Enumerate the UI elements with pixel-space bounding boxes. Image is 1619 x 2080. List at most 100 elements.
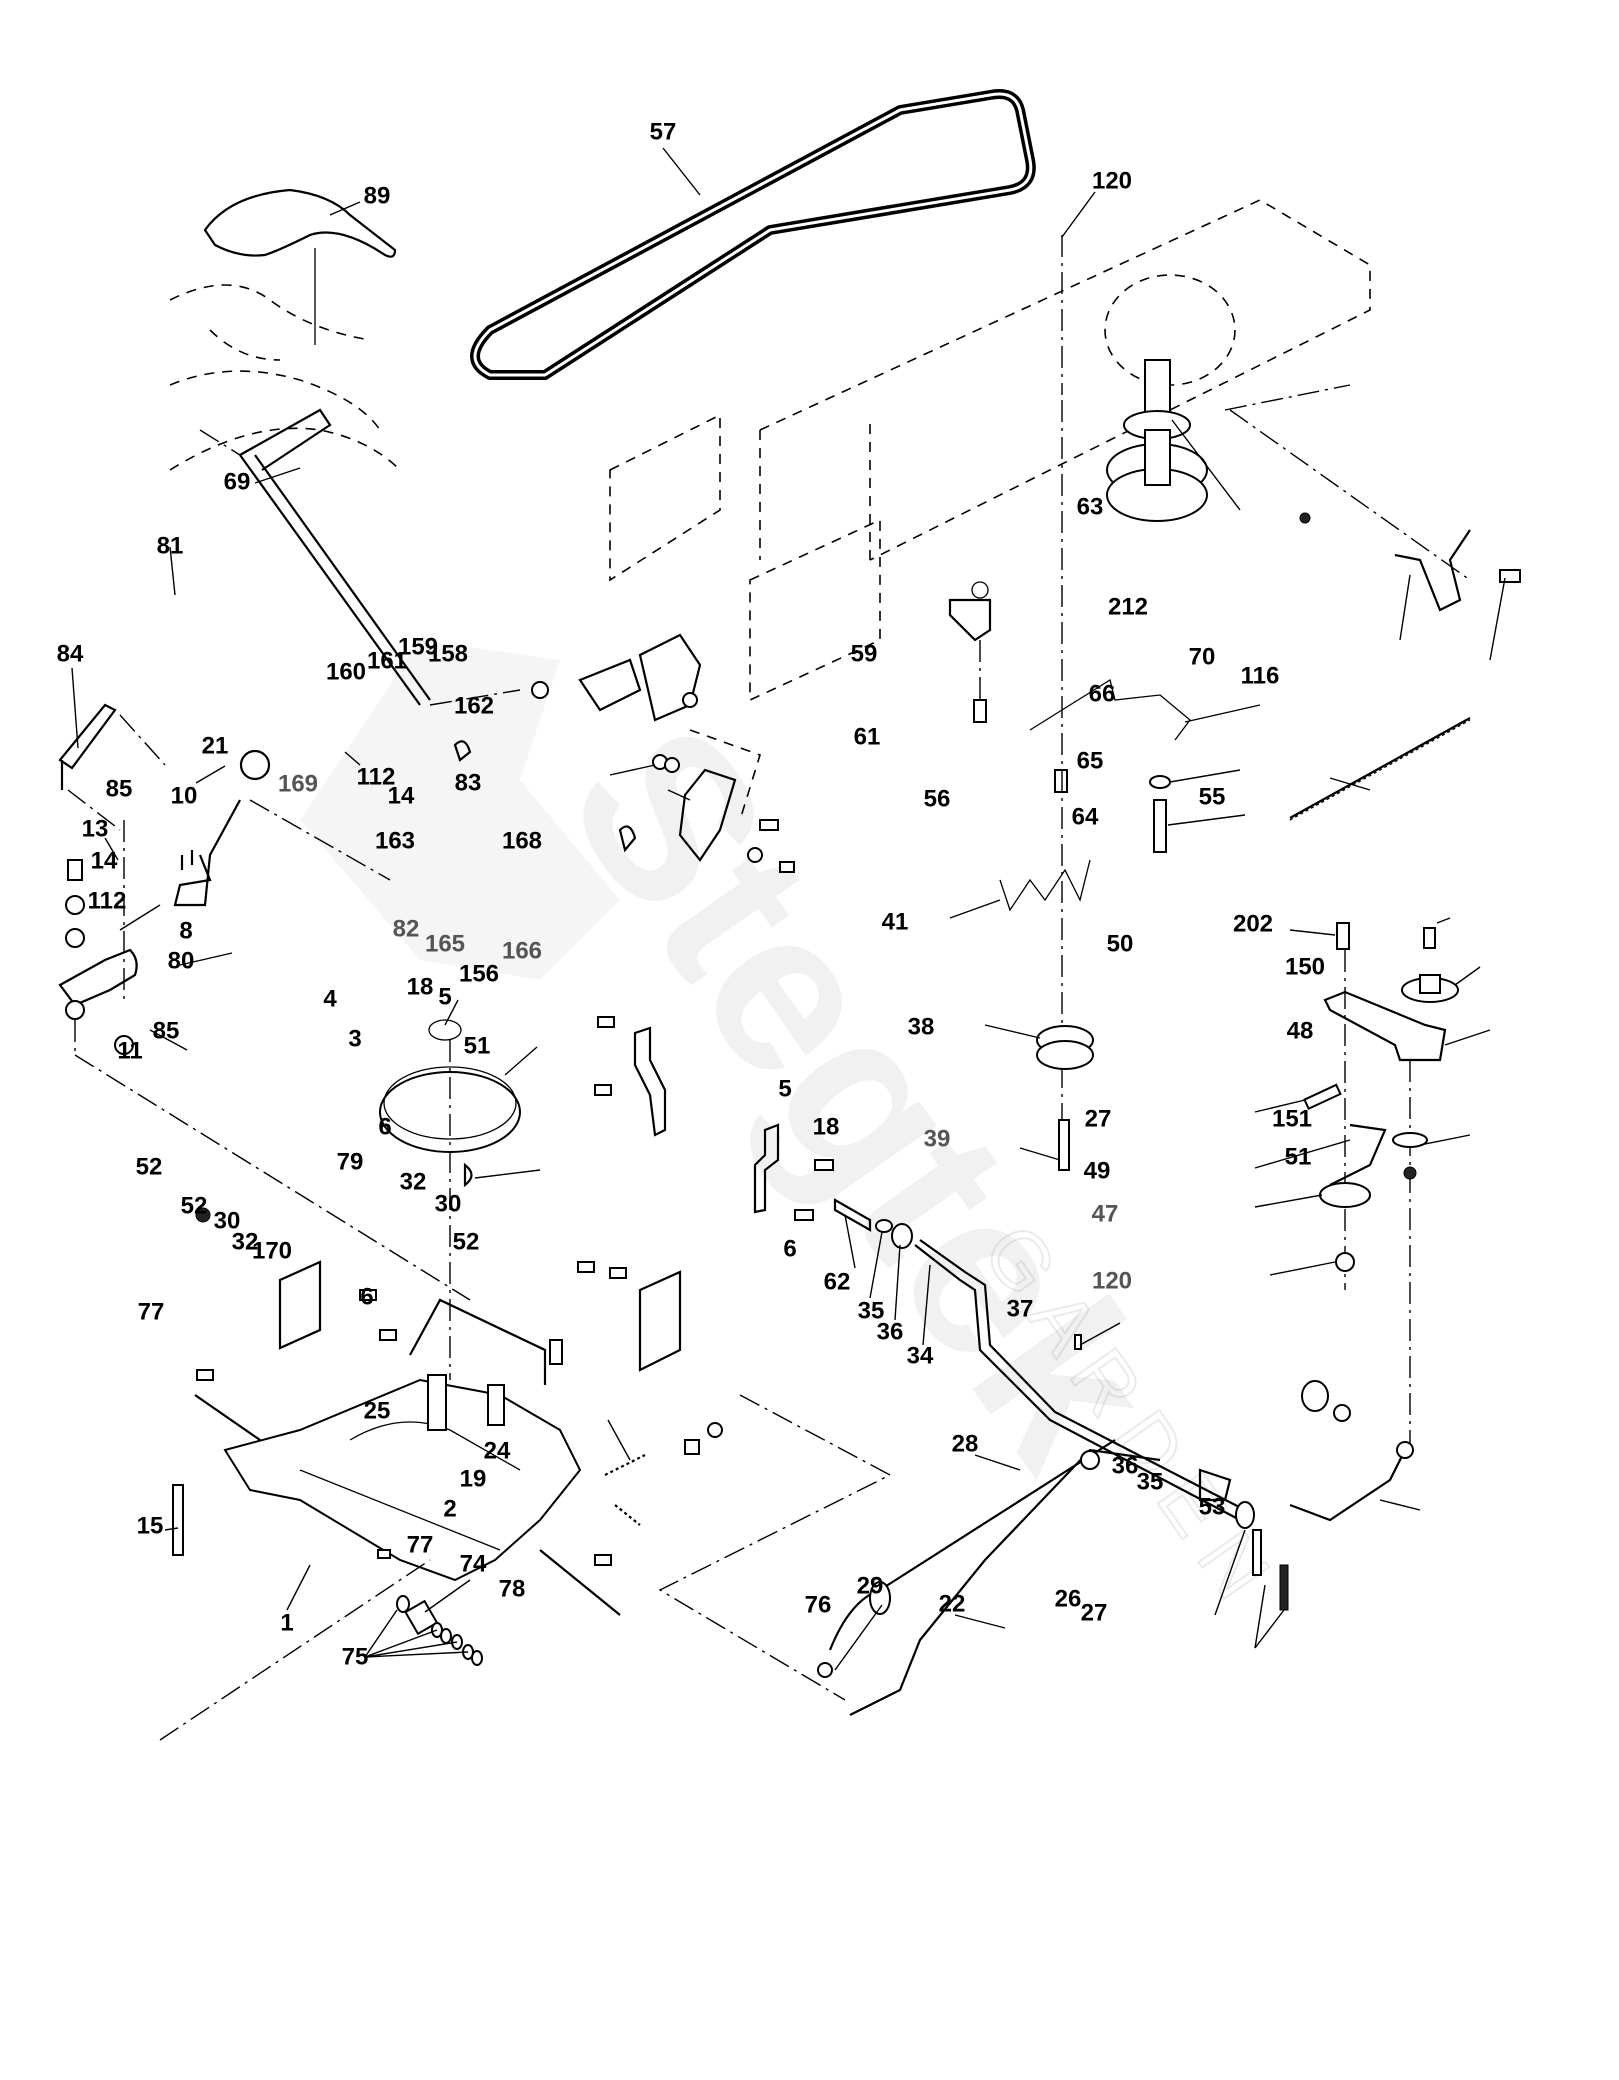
callout-10[interactable]: 10 [171, 782, 198, 809]
callout-61[interactable]: 61 [854, 723, 881, 750]
callout-82[interactable]: 82 [393, 915, 420, 942]
callout-75[interactable]: 75 [342, 1643, 369, 1670]
callout-28[interactable]: 28 [952, 1430, 979, 1457]
callout-8[interactable]: 8 [179, 917, 192, 944]
callout-77[interactable]: 77 [407, 1531, 434, 1558]
callout-78[interactable]: 78 [499, 1575, 526, 1602]
callout-51[interactable]: 51 [464, 1032, 491, 1059]
callout-19[interactable]: 19 [460, 1465, 487, 1492]
callout-76[interactable]: 76 [805, 1591, 832, 1618]
callout-52[interactable]: 52 [453, 1228, 480, 1255]
callout-3[interactable]: 3 [348, 1025, 361, 1052]
callout-158[interactable]: 158 [428, 640, 468, 667]
callout-47[interactable]: 47 [1092, 1200, 1119, 1227]
callout-89[interactable]: 89 [364, 182, 391, 209]
callout-11[interactable]: 11 [117, 1037, 142, 1064]
belt-guide-59 [948, 581, 1068, 793]
callout-32[interactable]: 32 [400, 1168, 427, 1195]
callout-70[interactable]: 70 [1189, 643, 1216, 670]
callout-26[interactable]: 26 [1055, 1585, 1082, 1612]
callout-84[interactable]: 84 [57, 640, 84, 667]
callout-161[interactable]: 161 [367, 647, 407, 674]
callout-37[interactable]: 37 [1007, 1295, 1034, 1322]
callout-14[interactable]: 14 [388, 782, 415, 809]
callout-13[interactable]: 13 [82, 815, 109, 842]
callout-112[interactable]: 112 [357, 763, 396, 790]
callout-156[interactable]: 156 [459, 960, 499, 987]
callout-2[interactable]: 2 [443, 1495, 456, 1522]
callout-38[interactable]: 38 [908, 1013, 935, 1040]
callout-29[interactable]: 29 [857, 1572, 884, 1599]
callout-65[interactable]: 65 [1077, 747, 1104, 774]
callout-53[interactable]: 53 [1199, 1493, 1226, 1520]
callout-83[interactable]: 83 [455, 769, 482, 796]
callout-168[interactable]: 168 [502, 827, 542, 854]
callout-25[interactable]: 25 [364, 1397, 391, 1424]
callout-30[interactable]: 30 [214, 1207, 241, 1234]
callout-21[interactable]: 21 [202, 732, 229, 759]
callout-202[interactable]: 202 [1233, 910, 1273, 937]
callout-27[interactable]: 27 [1085, 1105, 1112, 1132]
callout-30[interactable]: 30 [435, 1190, 462, 1217]
callout-14[interactable]: 14 [91, 847, 118, 874]
callout-112[interactable]: 112 [88, 887, 127, 914]
callout-24[interactable]: 24 [484, 1437, 511, 1464]
callout-85[interactable]: 85 [153, 1017, 180, 1044]
callout-64[interactable]: 64 [1072, 803, 1099, 830]
callout-35[interactable]: 35 [1137, 1468, 1164, 1495]
callout-6[interactable]: 6 [360, 1283, 373, 1310]
callout-55[interactable]: 55 [1199, 783, 1226, 810]
callout-49[interactable]: 49 [1084, 1157, 1111, 1184]
callout-74[interactable]: 74 [460, 1550, 487, 1577]
callout-35[interactable]: 35 [858, 1297, 885, 1324]
callout-52[interactable]: 52 [181, 1192, 208, 1219]
callout-34[interactable]: 34 [907, 1342, 934, 1369]
callout-56[interactable]: 56 [924, 785, 951, 812]
callout-116[interactable]: 116 [1241, 662, 1280, 689]
callout-52[interactable]: 52 [136, 1153, 163, 1180]
callout-6[interactable]: 6 [783, 1235, 796, 1262]
callout-212[interactable]: 212 [1108, 593, 1148, 620]
callout-162[interactable]: 162 [454, 692, 494, 719]
callout-150[interactable]: 150 [1285, 953, 1325, 980]
callout-18[interactable]: 18 [813, 1113, 840, 1140]
callout-50[interactable]: 50 [1107, 930, 1134, 957]
callout-39[interactable]: 39 [924, 1125, 951, 1152]
callout-63[interactable]: 63 [1077, 493, 1104, 520]
callout-77[interactable]: 77 [138, 1298, 165, 1325]
callout-51[interactable]: 51 [1285, 1143, 1312, 1170]
callout-120[interactable]: 120 [1092, 1267, 1132, 1294]
callout-81[interactable]: 81 [157, 532, 184, 559]
callout-36[interactable]: 36 [877, 1318, 904, 1345]
callout-169[interactable]: 169 [278, 770, 318, 797]
callout-120[interactable]: 120 [1092, 167, 1132, 194]
callout-66[interactable]: 66 [1089, 680, 1116, 707]
callout-62[interactable]: 62 [824, 1268, 851, 1295]
callout-166[interactable]: 166 [502, 937, 542, 964]
callout-15[interactable]: 15 [137, 1512, 164, 1539]
callout-57[interactable]: 57 [650, 118, 677, 145]
callout-27[interactable]: 27 [1081, 1599, 1108, 1626]
callout-6[interactable]: 6 [378, 1113, 391, 1140]
callout-5[interactable]: 5 [438, 983, 451, 1010]
callout-59[interactable]: 59 [851, 640, 878, 667]
callout-32[interactable]: 32 [232, 1228, 259, 1255]
callout-80[interactable]: 80 [168, 947, 195, 974]
callout-1[interactable]: 1 [280, 1609, 293, 1636]
callout-79[interactable]: 79 [337, 1148, 364, 1175]
callout-4[interactable]: 4 [323, 985, 337, 1012]
callout-48[interactable]: 48 [1287, 1017, 1314, 1044]
callout-5[interactable]: 5 [778, 1075, 791, 1102]
callout-159[interactable]: 159 [398, 633, 438, 660]
callout-22[interactable]: 22 [939, 1590, 966, 1617]
callout-160[interactable]: 160 [326, 658, 366, 685]
callout-151[interactable]: 151 [1272, 1105, 1312, 1132]
callout-85[interactable]: 85 [106, 775, 133, 802]
callout-36[interactable]: 36 [1112, 1452, 1139, 1479]
callout-163[interactable]: 163 [375, 827, 415, 854]
callout-41[interactable]: 41 [882, 908, 909, 935]
callout-170[interactable]: 170 [252, 1237, 292, 1264]
callout-18[interactable]: 18 [407, 973, 434, 1000]
callout-69[interactable]: 69 [224, 468, 251, 495]
callout-165[interactable]: 165 [425, 930, 465, 957]
